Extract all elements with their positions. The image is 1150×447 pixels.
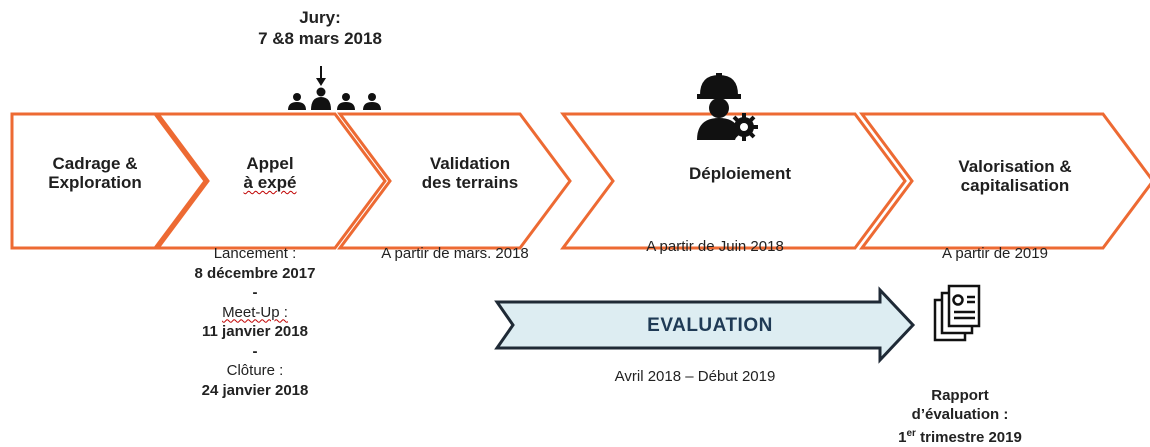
report-label: Rapport d’évaluation : 1er trimestre 201… [898,387,1022,446]
chevron-deploiement [560,112,907,250]
separator: - [252,284,258,301]
close-label: Clôture : [226,362,284,379]
chevron-valorisation [859,112,1150,250]
phase-label-cadrage: Cadrage &Exploration [48,154,142,192]
evaluation-arrow [494,286,916,364]
separator: - [252,342,258,360]
launch-label: Lancement : [213,245,297,262]
report-document-icon [933,284,981,342]
chevron-appel [155,112,387,250]
phase-label-deploiement: Déploiement [688,164,792,183]
chevron-validation [337,112,572,250]
deploiement-start: A partir de Juin 2018 [646,238,784,255]
evaluation-label: EVALUATION [647,315,773,336]
down-arrow-icon [316,66,326,86]
jury-title: Jury: [299,8,341,27]
meetup-date: 11 janvier 2018 [202,323,308,340]
validation-start: A partir de mars. 2018 [381,245,529,262]
appel-details: Lancement : 8 décembre 2017 - Meet-Up : … [175,244,335,400]
worker-gear-icon [697,73,758,141]
valorisation-start: A partir de 2019 [942,245,1048,262]
chevron-cadrage [10,112,207,250]
jury-dates: 7 &8 mars 2018 [258,29,382,48]
meetup-label: Meet-Up : [222,303,288,321]
people-group-icon [288,87,381,110]
evaluation-period: Avril 2018 – Début 2019 [614,368,776,385]
close-date: 24 janvier 2018 [201,381,309,399]
phase-label-valorisation: Valorisation &capitalisation [958,157,1072,195]
launch-date: 8 décembre 2017 [194,264,316,282]
